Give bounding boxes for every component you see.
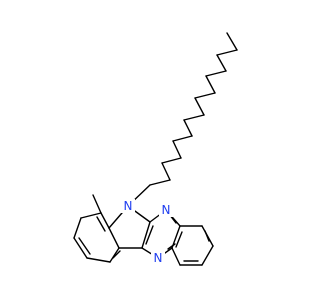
chemical-structure: N N N xyxy=(73,32,238,266)
chain-bond xyxy=(226,32,238,51)
ring-bond xyxy=(112,250,121,259)
chain-bond xyxy=(149,179,171,186)
label-background xyxy=(159,203,173,217)
chain-bond xyxy=(205,75,216,94)
label-background xyxy=(151,251,165,265)
ring-bond xyxy=(175,231,183,248)
ring-bond xyxy=(109,247,120,263)
pyrazine-nitrogen-bottom: N xyxy=(151,251,165,265)
structure-canvas: N N N xyxy=(73,32,238,266)
ring-bond xyxy=(108,227,120,249)
ring-bond xyxy=(171,247,181,266)
chain-bond xyxy=(161,162,171,181)
chain-bond xyxy=(172,140,182,159)
chain-bond xyxy=(194,92,216,99)
chain-bond xyxy=(205,70,227,77)
chain-bond xyxy=(172,135,193,142)
bond-layer xyxy=(73,32,238,266)
chain-bond xyxy=(183,114,205,121)
atom-label-n: N xyxy=(124,199,133,213)
pyrazine-nitrogen-top: N xyxy=(159,203,173,217)
chain-bond xyxy=(194,97,205,116)
chain-bond xyxy=(183,119,193,137)
label-background xyxy=(121,199,135,213)
ring-bond xyxy=(86,257,111,263)
chain-bond xyxy=(216,54,227,72)
ring-bond xyxy=(167,243,176,250)
ring-bond xyxy=(78,237,91,255)
ring-bond xyxy=(145,225,154,245)
ring-bond xyxy=(100,212,110,229)
chain-bond xyxy=(161,157,182,164)
ring-bond xyxy=(96,216,106,232)
ring-bond xyxy=(141,221,151,249)
ring-bond xyxy=(73,217,82,239)
chain-bond xyxy=(216,49,238,56)
indole-nitrogen: N xyxy=(121,199,135,213)
ring-bond xyxy=(204,230,210,242)
ring-bond xyxy=(201,245,214,266)
atom-label-layer: N N N xyxy=(121,199,173,265)
atom-label-n: N xyxy=(162,203,171,217)
atom-label-n: N xyxy=(154,251,163,265)
methyl-bond xyxy=(92,194,102,214)
ring-bond xyxy=(73,237,88,259)
ring-bond xyxy=(80,212,102,219)
